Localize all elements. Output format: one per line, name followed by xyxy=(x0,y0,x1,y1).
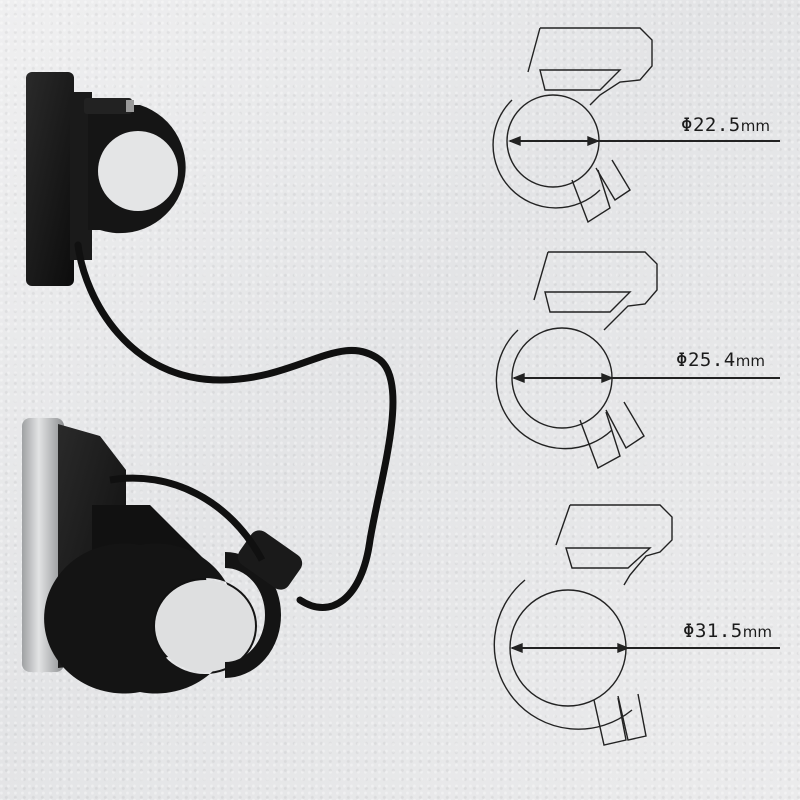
diameter-symbol: Φ xyxy=(676,349,688,371)
diagram-2-arrows xyxy=(512,372,614,384)
diagram-2-slot xyxy=(544,291,632,313)
clamp-diagram-1 xyxy=(492,27,780,224)
diagram-2-tab-right xyxy=(605,401,645,450)
diagram-1-tab-right xyxy=(595,159,631,201)
diagram-3-top xyxy=(570,504,673,586)
diagram-3-arrows xyxy=(510,642,630,654)
display-clamp-hole xyxy=(155,580,255,672)
remote-screw xyxy=(126,100,134,112)
diagram-1-tab-left xyxy=(571,169,611,224)
diameter-label-22-5: Φ22.5mm xyxy=(681,114,770,136)
diagram-1-slot xyxy=(539,69,622,91)
diameter-label-25-4: Φ25.4mm xyxy=(676,349,765,371)
display-cable-entry xyxy=(109,474,266,562)
diagram-3-tab-left xyxy=(593,697,627,746)
diagram-3-top-left xyxy=(555,504,571,546)
diagram-3-outer-arc xyxy=(493,579,633,730)
cable xyxy=(74,241,397,611)
diagram-1-outer-arc xyxy=(492,99,601,209)
diameter-value: 31.5 xyxy=(694,620,743,642)
diagram-3-slot xyxy=(565,547,652,569)
diagram-3-tab-right xyxy=(617,693,647,741)
remote-unit xyxy=(26,72,186,286)
remote-clamp-hole xyxy=(98,131,178,211)
diagram-1-top-left xyxy=(527,27,541,73)
diameter-unit: mm xyxy=(735,352,765,370)
diameter-unit: mm xyxy=(740,117,770,135)
clamp-diagram-3 xyxy=(493,504,780,746)
diagram-2-tab-left xyxy=(579,411,621,470)
display-clamp-ring xyxy=(44,543,258,694)
remote-bracket xyxy=(70,92,92,260)
diameter-value: 22.5 xyxy=(692,114,741,136)
diameter-value: 25.4 xyxy=(687,349,736,371)
diagram-2-top xyxy=(548,251,658,331)
remote-body xyxy=(26,72,74,286)
diameter-unit: mm xyxy=(742,623,772,641)
diameter-symbol: Φ xyxy=(681,114,693,136)
diameter-label-31-5: Φ31.5mm xyxy=(683,620,772,642)
clamp-diagram-2 xyxy=(495,251,780,470)
remote-screw-housing xyxy=(84,98,132,114)
diagram-2-top-left xyxy=(533,251,549,301)
diagram-1-top xyxy=(540,27,653,106)
display-unit xyxy=(22,418,303,694)
diagram-2-outer-arc xyxy=(495,329,613,450)
diameter-symbol: Φ xyxy=(683,620,695,642)
diagram-1-arrows xyxy=(508,135,600,147)
